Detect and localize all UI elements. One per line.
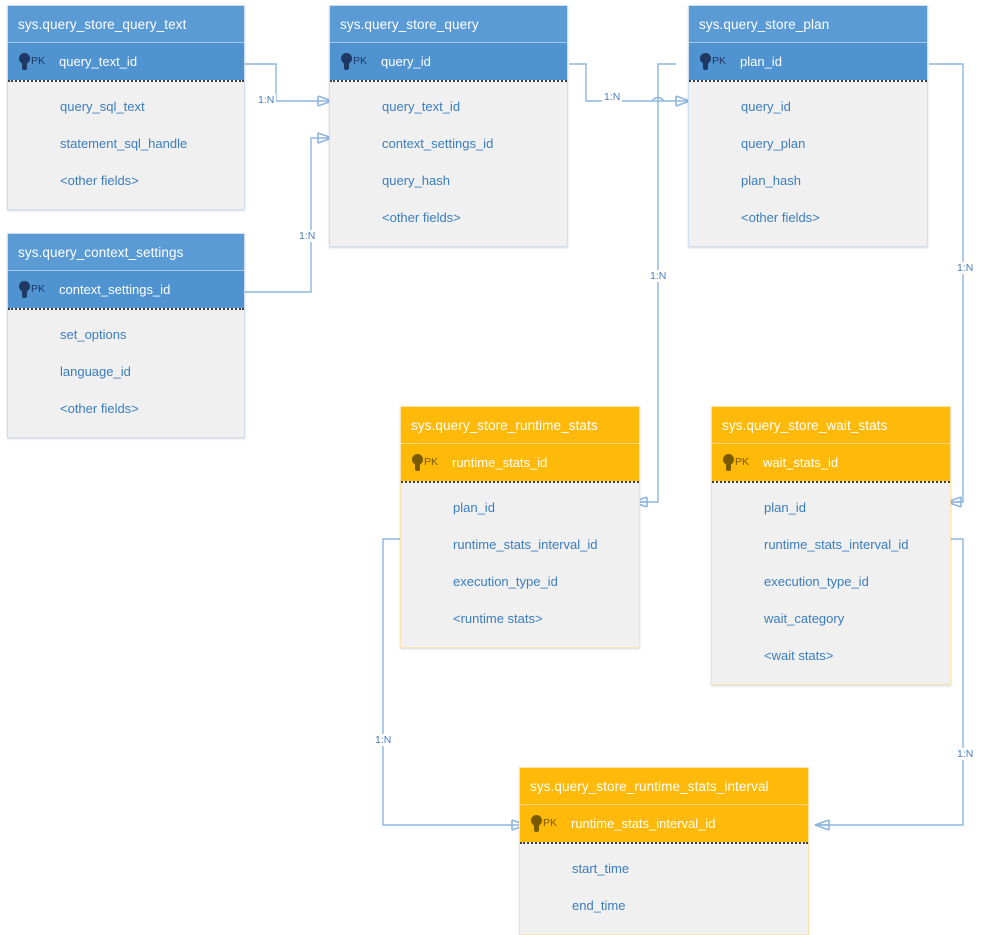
pk-label: PK [31,283,46,296]
key-icon: PK [401,454,445,471]
primary-key-row[interactable]: PK runtime_stats_id [401,444,639,481]
key-icon: PK [8,53,52,70]
field-list: query_id query_plan plan_hash <other fie… [689,80,927,246]
table-title: sys.query_store_runtime_stats_interval [520,768,808,805]
field-row: <other fields> [60,173,139,188]
primary-key-row[interactable]: PK runtime_stats_interval_id [520,805,808,842]
primary-key-row[interactable]: PK wait_stats_id [712,444,950,481]
key-icon: PK [712,454,756,471]
pk-field-name: context_settings_id [59,282,171,297]
table-title: sys.query_store_runtime_stats [401,407,639,444]
pk-label: PK [353,55,368,68]
primary-key-row[interactable]: PK query_id [330,43,567,80]
key-icon: PK [330,53,374,70]
field-row: query_id [741,99,791,114]
field-row: query_sql_text [60,99,145,114]
field-row: statement_sql_handle [60,136,188,151]
table-title: sys.query_store_query [330,6,567,43]
key-icon: PK [520,815,564,832]
entity-table-query-store-runtime-stats-interval[interactable]: sys.query_store_runtime_stats_interval P… [519,767,809,935]
entity-table-query-store-runtime-stats[interactable]: sys.query_store_runtime_stats PK runtime… [400,406,640,648]
field-row: runtime_stats_interval_id [453,537,598,552]
cardinality-label-int-wait: 1:N [955,748,976,760]
cardinality-label-ctx-query: 1:N [297,230,318,242]
primary-key-row[interactable]: PK plan_id [689,43,927,80]
field-row: plan_id [453,500,495,515]
pk-field-name: runtime_stats_id [452,455,548,470]
field-row: execution_type_id [764,574,869,589]
field-row: execution_type_id [453,574,558,589]
field-row: plan_hash [741,173,801,188]
pk-field-name: wait_stats_id [763,455,839,470]
field-list: set_options language_id <other fields> [8,308,244,437]
cardinality-label-int-runtime: 1:N [373,734,394,746]
field-row: query_plan [741,136,806,151]
field-row: context_settings_id [382,136,494,151]
pk-label: PK [543,817,558,830]
field-row: plan_id [764,500,806,515]
field-row: <other fields> [741,210,820,225]
pk-field-name: query_text_id [59,54,138,69]
pk-label: PK [31,55,46,68]
pk-field-name: query_id [381,54,431,69]
entity-table-query-store-query[interactable]: sys.query_store_query PK query_id query_… [329,5,568,247]
crowfoot-interval-right [814,819,830,831]
field-list: query_sql_text statement_sql_handle <oth… [8,80,244,209]
line-hop [651,96,665,102]
primary-key-row[interactable]: PK context_settings_id [8,271,244,308]
field-list: plan_id runtime_stats_interval_id execut… [712,481,950,684]
wire-ctx-to-query [245,137,318,293]
cardinality-label-text-query: 1:N [256,94,277,106]
table-title: sys.query_store_query_text [8,6,244,43]
table-title: sys.query_store_plan [689,6,927,43]
field-row: <wait stats> [764,648,834,663]
field-row: wait_category [764,611,845,626]
entity-table-query-store-plan[interactable]: sys.query_store_plan PK plan_id query_id… [688,5,928,247]
entity-table-query-store-query-text[interactable]: sys.query_store_query_text PK query_text… [7,5,245,210]
field-list: plan_id runtime_stats_interval_id execut… [401,481,639,647]
field-row: query_text_id [382,99,461,114]
field-row: <other fields> [382,210,461,225]
field-row: end_time [572,898,626,913]
field-row: start_time [572,861,630,876]
table-title: sys.query_store_wait_stats [712,407,950,444]
field-row: <other fields> [60,401,139,416]
cardinality-label-plan-wait: 1:N [955,262,976,274]
key-icon: PK [8,281,52,298]
field-row: runtime_stats_interval_id [764,537,909,552]
field-list: query_text_id context_settings_id query_… [330,80,567,246]
pk-field-name: runtime_stats_interval_id [571,816,716,831]
key-icon: PK [689,53,733,70]
entity-table-query-context-settings[interactable]: sys.query_context_settings PK context_se… [7,233,245,438]
cardinality-label-plan-runtime: 1:N [648,270,669,282]
field-row: set_options [60,327,127,342]
pk-field-name: plan_id [740,54,782,69]
field-row: language_id [60,364,131,379]
wire-query-to-plan [569,63,676,102]
field-row: <runtime stats> [453,611,543,626]
cardinality-label-query-plan: 1:N [602,91,623,103]
pk-label: PK [712,55,727,68]
pk-label: PK [735,456,750,469]
field-row: query_hash [382,173,450,188]
field-list: start_time end_time [520,842,808,934]
wire-plan-to-runtime-top [657,63,676,101]
entity-table-query-store-wait-stats[interactable]: sys.query_store_wait_stats PK wait_stats… [711,406,951,685]
table-title: sys.query_context_settings [8,234,244,271]
primary-key-row[interactable]: PK query_text_id [8,43,244,80]
pk-label: PK [424,456,439,469]
